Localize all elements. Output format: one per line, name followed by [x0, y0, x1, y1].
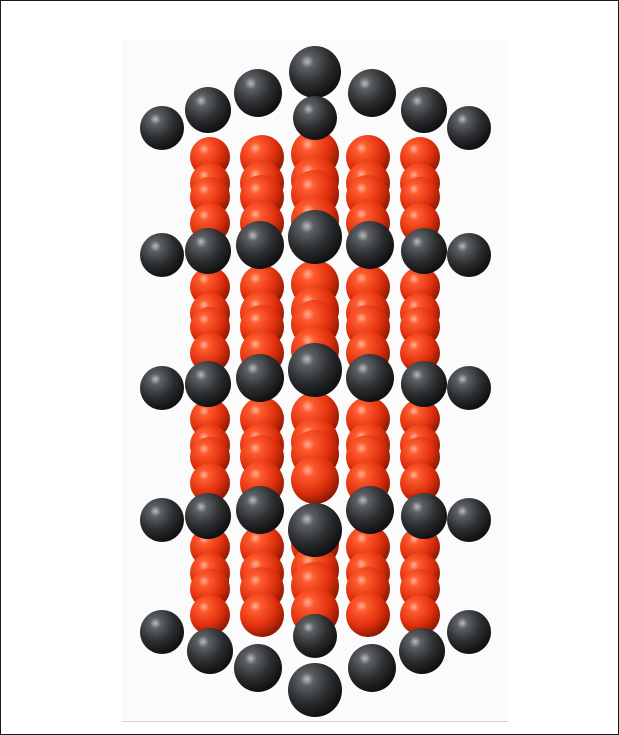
dark-atom	[447, 610, 491, 654]
dark-atom	[288, 503, 342, 557]
dark-atom	[185, 493, 231, 539]
dark-atom	[401, 228, 447, 274]
dark-atom	[140, 233, 184, 277]
dark-atom	[348, 69, 396, 117]
red-atom	[240, 593, 284, 637]
dark-atom	[140, 610, 184, 654]
dark-atom	[234, 644, 282, 692]
dark-atom	[401, 87, 447, 133]
dark-atom	[289, 46, 341, 98]
dark-atom	[447, 106, 491, 150]
dark-atom	[401, 493, 447, 539]
red-atom	[291, 456, 339, 504]
red-atom	[400, 595, 440, 635]
dark-atom	[288, 343, 342, 397]
dark-atom	[447, 498, 491, 542]
dark-atom	[234, 69, 282, 117]
dark-atom	[447, 233, 491, 277]
red-atom	[190, 463, 230, 503]
dark-atom	[399, 628, 445, 674]
dark-atom	[288, 210, 342, 264]
dark-atom	[346, 354, 394, 402]
dark-atom	[140, 498, 184, 542]
dark-atom	[236, 221, 284, 269]
dark-atom	[236, 486, 284, 534]
dark-atom	[185, 361, 231, 407]
red-atom	[400, 463, 440, 503]
dark-atom	[401, 361, 447, 407]
dark-atom	[346, 221, 394, 269]
dark-atom	[185, 228, 231, 274]
dark-atom	[346, 486, 394, 534]
dark-atom	[187, 628, 233, 674]
viewport-baseline	[122, 721, 508, 722]
dark-atom	[185, 87, 231, 133]
dark-atom	[236, 354, 284, 402]
dark-atom	[140, 366, 184, 410]
dark-atom	[140, 106, 184, 150]
atoms-layer	[140, 46, 491, 717]
red-atom	[346, 593, 390, 637]
dark-atom	[288, 663, 342, 717]
dark-atom	[293, 614, 337, 658]
red-atom	[190, 595, 230, 635]
dark-atom	[348, 644, 396, 692]
dark-atom	[447, 366, 491, 410]
dark-atom	[293, 96, 337, 140]
